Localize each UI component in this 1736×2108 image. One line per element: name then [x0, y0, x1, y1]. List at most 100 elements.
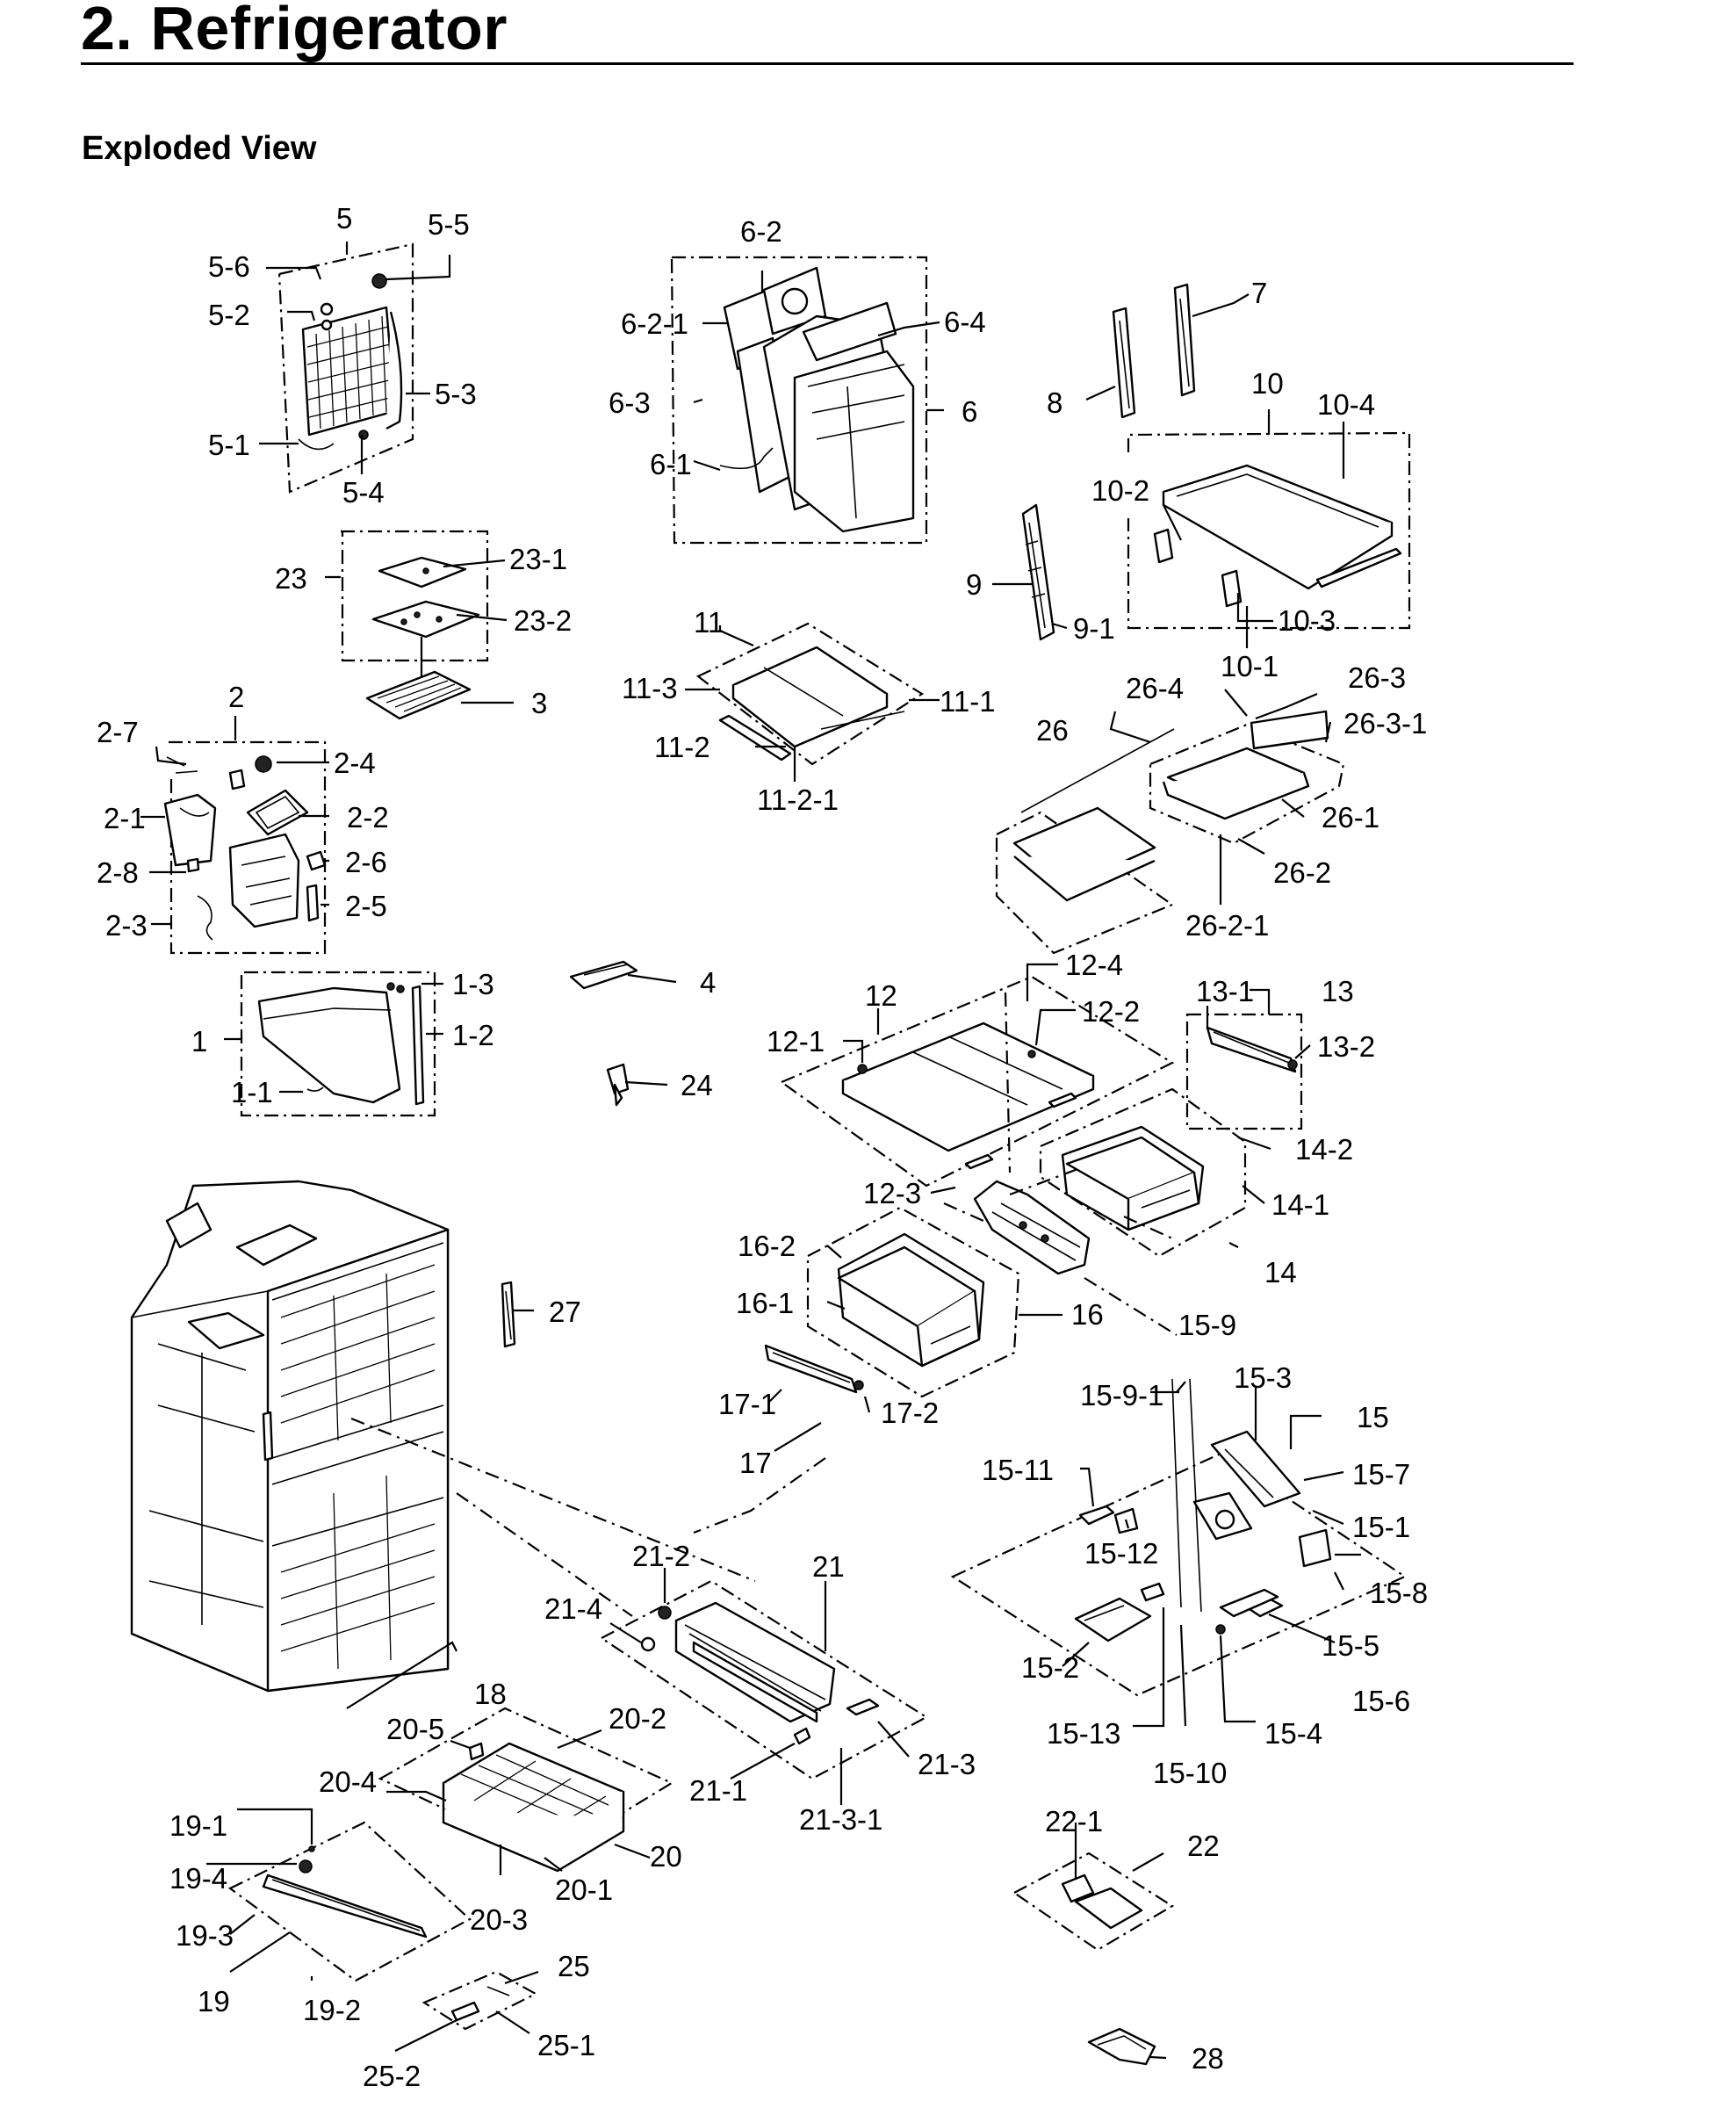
label-15-4: 15-4: [1264, 1717, 1322, 1750]
label-13: 13: [1322, 975, 1354, 1007]
part-11-shelf: [695, 622, 925, 766]
label-2: 2: [228, 681, 244, 713]
label-26-1: 26-1: [1322, 801, 1379, 834]
part-21-rails: [599, 1579, 929, 1780]
label-11: 11: [694, 606, 724, 639]
label-14-2: 14-2: [1295, 1133, 1353, 1166]
label-19: 19: [198, 1985, 230, 2018]
label-15-1: 15-1: [1352, 1511, 1410, 1543]
part-25-bracket: [421, 1970, 538, 2031]
label-20-2: 20-2: [609, 1702, 666, 1735]
label-11-3: 11-3: [622, 672, 678, 704]
label-2-1: 2-1: [104, 802, 146, 834]
label-13-1: 13-1: [1196, 975, 1254, 1007]
part-drawings: [130, 242, 1411, 2066]
label-2-3: 2-3: [105, 909, 148, 942]
label-26-4: 26-4: [1126, 672, 1184, 704]
part-9-strip: [1021, 503, 1055, 641]
label-21-2: 21-2: [632, 1540, 690, 1572]
label-16-1: 16-1: [736, 1287, 794, 1319]
part-22-cover: [1012, 1852, 1175, 1952]
part-18-cabinet: [130, 1180, 450, 1693]
label-25: 25: [558, 1950, 590, 1982]
part-1-ice-bucket: [240, 971, 436, 1117]
label-13-2: 13-2: [1317, 1030, 1375, 1063]
label-1-2: 1-2: [452, 1019, 494, 1051]
label-10-1: 10-1: [1221, 650, 1279, 682]
part-4-24-small: [569, 960, 638, 1107]
label-27: 27: [549, 1296, 581, 1328]
label-6-4: 6-4: [944, 306, 986, 338]
label-17: 17: [739, 1447, 772, 1479]
label-6-2-1: 6-2-1: [621, 307, 688, 340]
label-15-11: 15-11: [982, 1454, 1054, 1486]
label-16: 16: [1071, 1298, 1104, 1331]
label-20-3: 20-3: [470, 1903, 528, 1936]
label-2-8: 2-8: [97, 856, 139, 889]
label-9-1: 9-1: [1073, 612, 1115, 645]
label-10-4: 10-4: [1317, 388, 1375, 421]
label-4: 4: [700, 966, 716, 999]
part-12-shelf: [779, 975, 1175, 1188]
label-21: 21: [812, 1550, 845, 1583]
label-17-2: 17-2: [881, 1397, 939, 1429]
label-10-2: 10-2: [1091, 474, 1149, 507]
label-5-3: 5-3: [435, 378, 477, 410]
label-16-2: 16-2: [738, 1230, 796, 1262]
label-5-5: 5-5: [428, 208, 470, 241]
label-10: 10: [1251, 367, 1284, 400]
part-10-shelf: [1127, 431, 1411, 630]
part-16-drawer: [806, 1206, 1020, 1398]
assembly-guide-lines: [350, 992, 1178, 1617]
label-15-2: 15-2: [1021, 1651, 1079, 1684]
label-19-3: 19-3: [176, 1919, 234, 1952]
label-21-3-1: 21-3-1: [799, 1803, 882, 1836]
label-6: 6: [962, 395, 977, 428]
part-17-rail: [764, 1344, 864, 1394]
label-5-4: 5-4: [342, 476, 385, 509]
label-11-2-1: 11-2-1: [757, 783, 839, 816]
page-header: 2. Refrigerator Exploded View: [0, 0, 1736, 176]
label-15-13: 15-13: [1047, 1717, 1120, 1750]
page-subtitle: Exploded View: [82, 130, 317, 167]
label-18: 18: [474, 1678, 507, 1710]
label-15-3: 15-3: [1234, 1361, 1292, 1394]
label-6-1: 6-1: [650, 448, 692, 480]
part-2-mechanism: [163, 740, 327, 955]
label-2-2: 2-2: [347, 801, 389, 834]
label-5: 5: [336, 202, 352, 235]
label-17-1: 17-1: [718, 1388, 776, 1420]
leader-lines: [140, 242, 1361, 2060]
label-19-4: 19-4: [169, 1862, 227, 1895]
label-15-9-1: 15-9-1: [1080, 1379, 1163, 1411]
part-14-drawer: [1039, 1087, 1247, 1258]
label-20-1: 20-1: [555, 1873, 613, 1906]
label-2-4: 2-4: [334, 747, 376, 779]
label-12: 12: [865, 979, 897, 1012]
part-26-shelves: [995, 710, 1345, 955]
part-7-8-strips: [1112, 283, 1196, 419]
label-19-2: 19-2: [303, 1994, 361, 2026]
label-20-4: 20-4: [319, 1765, 377, 1798]
label-5-1: 5-1: [208, 429, 250, 461]
label-21-4: 21-4: [544, 1592, 602, 1625]
label-11-2: 11-2: [654, 731, 710, 763]
label-19-1: 19-1: [169, 1809, 227, 1842]
label-1-1: 1-1: [231, 1076, 273, 1108]
part-15-assembly: [950, 1378, 1408, 1697]
label-15-7: 15-7: [1352, 1458, 1410, 1491]
label-12-4: 12-4: [1065, 949, 1123, 981]
label-12-1: 12-1: [767, 1025, 825, 1058]
part-19-rail: [227, 1821, 472, 1982]
label-15-5: 15-5: [1322, 1629, 1379, 1662]
label-26-2-1: 26-2-1: [1185, 909, 1269, 942]
label-26-2: 26-2: [1273, 856, 1331, 889]
label-26-3-1: 26-3-1: [1343, 707, 1427, 740]
part-28-part: [1087, 2027, 1156, 2066]
label-12-2: 12-2: [1082, 995, 1140, 1028]
label-23-2: 23-2: [514, 604, 572, 637]
label-20-5: 20-5: [386, 1713, 444, 1745]
label-2-6: 2-6: [345, 846, 387, 878]
label-14: 14: [1264, 1256, 1297, 1289]
